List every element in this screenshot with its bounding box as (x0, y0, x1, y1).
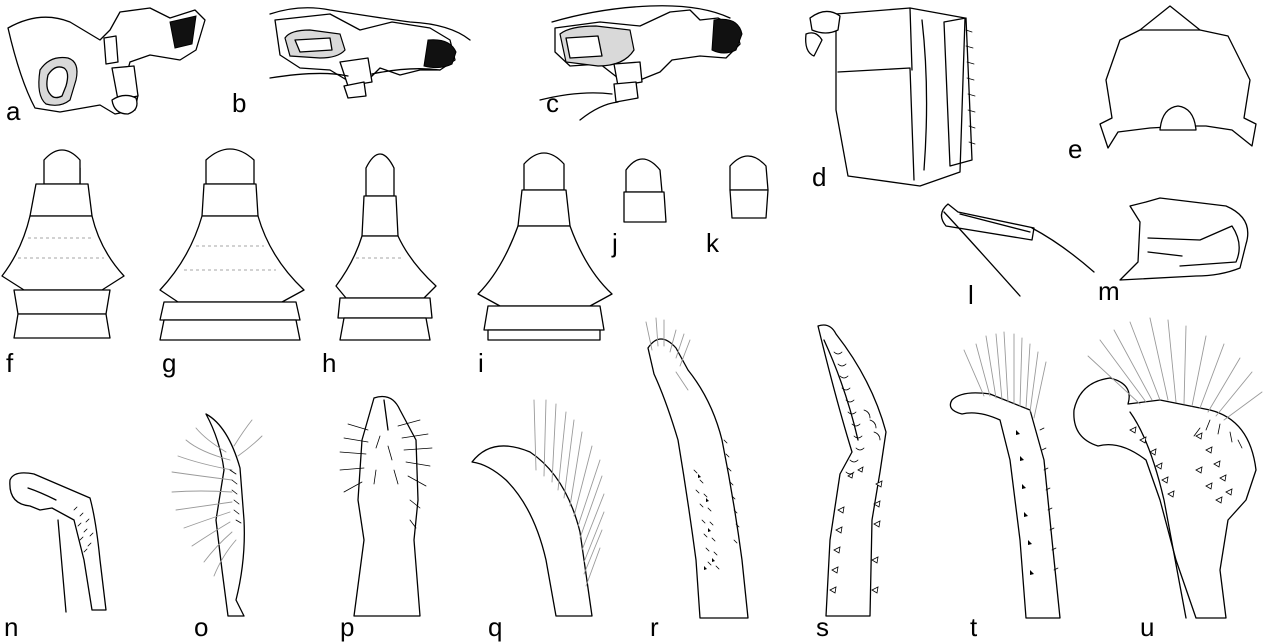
panel-q-label: q (488, 612, 502, 642)
panel-s-label: s (816, 612, 829, 642)
panel-b-label: b (232, 88, 246, 118)
panel-o-label: o (194, 612, 208, 642)
panel-o-drawing (171, 413, 263, 617)
panel-u-label: u (1140, 612, 1154, 642)
panel-h-label: h (322, 348, 336, 378)
panel-m-drawing (1119, 197, 1249, 281)
panel-h-drawing (335, 153, 437, 341)
panel-t-drawing (949, 331, 1061, 619)
panel-b-drawing (269, 7, 471, 99)
panel-p-drawing (339, 395, 433, 617)
panel-i-label: i (478, 348, 484, 378)
panel-k-drawing (729, 155, 769, 219)
panel-t-label: t (970, 612, 978, 642)
panel-j-drawing (623, 158, 667, 223)
panel-r-drawing (645, 317, 749, 619)
panel-i-drawing (477, 152, 613, 341)
panel-g-drawing (159, 148, 305, 341)
panel-e-drawing (1099, 5, 1257, 149)
panel-m-label: m (1098, 276, 1120, 306)
panel-u-drawing (1073, 317, 1263, 619)
panel-c-drawing (539, 5, 743, 121)
panel-p-label: p (340, 612, 354, 642)
panel-f-label: f (6, 348, 14, 378)
panel-k-label: k (706, 228, 720, 258)
panel-l-drawing (940, 203, 1095, 297)
panel-f-drawing (1, 149, 125, 339)
panel-d-label: d (812, 162, 826, 192)
panel-r-label: r (650, 612, 659, 642)
panel-s-drawing (817, 324, 887, 617)
panel-l-label: l (968, 280, 974, 310)
panel-e-label: e (1068, 134, 1082, 164)
panel-a-label: a (6, 96, 21, 126)
panel-q-drawing (471, 399, 605, 617)
panel-a-drawing (7, 7, 206, 115)
panel-g-label: g (162, 348, 176, 378)
panel-n-drawing (9, 472, 107, 613)
panel-d-drawing (805, 7, 976, 187)
panel-n-label: n (4, 612, 18, 642)
panel-j-label: j (611, 228, 618, 258)
panel-c-label: c (546, 88, 559, 118)
